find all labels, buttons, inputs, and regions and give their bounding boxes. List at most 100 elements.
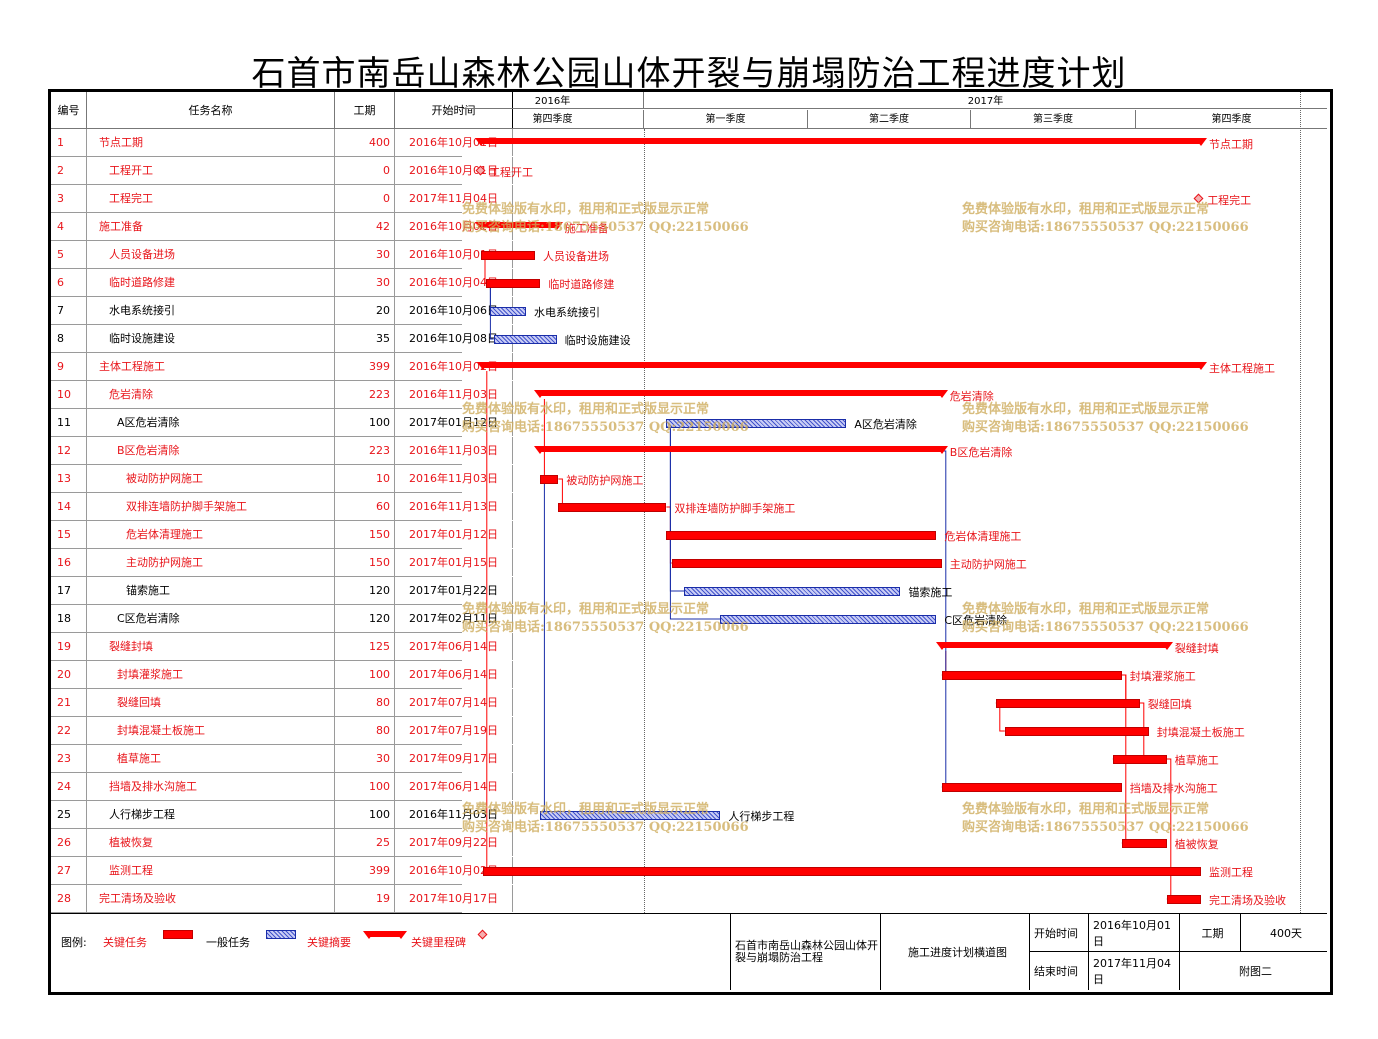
task-name: 节点工期 bbox=[87, 129, 335, 156]
task-bar[interactable] bbox=[666, 419, 847, 428]
bar-label: C区危岩清除 bbox=[944, 614, 1008, 627]
task-name: 工程完工 bbox=[87, 185, 335, 212]
task-bar[interactable] bbox=[482, 867, 1201, 876]
task-duration: 223 bbox=[335, 381, 395, 408]
summary-bar[interactable] bbox=[476, 362, 1208, 370]
task-duration: 30 bbox=[335, 241, 395, 268]
task-bar[interactable] bbox=[720, 615, 937, 624]
summary-bar[interactable] bbox=[534, 446, 949, 454]
task-bar[interactable] bbox=[481, 251, 535, 260]
task-bar[interactable] bbox=[666, 531, 937, 540]
task-id: 14 bbox=[51, 493, 87, 520]
summary-bar[interactable] bbox=[534, 390, 949, 398]
task-bar[interactable] bbox=[1166, 895, 1201, 904]
task-name: A区危岩清除 bbox=[87, 409, 335, 436]
bar-label: 节点工期 bbox=[1209, 138, 1253, 151]
summary-bar[interactable] bbox=[475, 138, 1207, 146]
summary-bar[interactable] bbox=[935, 642, 1173, 650]
task-bar[interactable] bbox=[540, 811, 721, 820]
col-header-name[interactable]: 任务名称 bbox=[87, 92, 335, 129]
task-bar[interactable] bbox=[493, 335, 557, 344]
task-id: 10 bbox=[51, 381, 87, 408]
bar-label: 人行梯步工程 bbox=[728, 810, 795, 823]
task-name: 临时道路修建 bbox=[87, 269, 335, 296]
bar-label: 临时道路修建 bbox=[548, 278, 615, 291]
timeline-year-2017: 2017年 bbox=[644, 92, 1327, 109]
task-name: 水电系统接引 bbox=[87, 297, 335, 324]
task-bar[interactable] bbox=[540, 475, 559, 484]
task-name: 临时设施建设 bbox=[87, 325, 335, 352]
bar-label: 植草施工 bbox=[1174, 754, 1219, 767]
task-bar[interactable] bbox=[684, 587, 901, 596]
watermark: 免费体验版有水印，租用和正式版显示正常购买咨询电话:18675550537 QQ… bbox=[962, 602, 1249, 635]
task-id: 3 bbox=[51, 185, 87, 212]
task-start: 2017年01月12日 bbox=[395, 409, 513, 436]
task-start: 2017年10月17日 bbox=[395, 885, 513, 912]
task-id: 8 bbox=[51, 325, 87, 352]
task-name: 人行梯步工程 bbox=[87, 801, 335, 828]
timeline-quarter: 第二季度 bbox=[808, 110, 971, 129]
chart-frame bbox=[48, 89, 1333, 995]
task-bar[interactable] bbox=[1112, 755, 1167, 764]
legend-normal-task-swatch bbox=[266, 930, 296, 939]
task-duration: 10 bbox=[335, 465, 395, 492]
col-header-id[interactable]: 编号 bbox=[51, 92, 87, 129]
bar-label: 挡墙及排水沟施工 bbox=[1129, 782, 1218, 795]
bar-label: 主体工程施工 bbox=[1209, 362, 1275, 375]
task-duration: 400 bbox=[335, 129, 395, 156]
task-bar[interactable] bbox=[1121, 839, 1167, 848]
task-bar[interactable] bbox=[1004, 727, 1149, 736]
watermark: 免费体验版有水印，租用和正式版显示正常购买咨询电话:18675550537 QQ… bbox=[462, 202, 749, 235]
task-id: 19 bbox=[51, 633, 87, 660]
task-id: 7 bbox=[51, 297, 87, 324]
task-id: 28 bbox=[51, 885, 87, 912]
task-id: 6 bbox=[51, 269, 87, 296]
bar-label: 监测工程 bbox=[1209, 866, 1253, 879]
task-bar[interactable] bbox=[558, 503, 667, 512]
col-header-start[interactable]: 开始时间 bbox=[395, 92, 513, 129]
bar-label: 封填灌浆施工 bbox=[1129, 670, 1196, 683]
task-bar[interactable] bbox=[671, 559, 942, 568]
task-bar[interactable] bbox=[941, 783, 1122, 792]
task-name: 完工清场及验收 bbox=[87, 885, 335, 912]
task-bar[interactable] bbox=[490, 307, 526, 316]
footer-duration-value: 400天 bbox=[1240, 914, 1327, 952]
task-start: 2016年11月03日 bbox=[395, 801, 513, 828]
task-name: 工程开工 bbox=[87, 157, 335, 184]
task-bar[interactable] bbox=[941, 671, 1122, 680]
task-bar[interactable] bbox=[995, 699, 1140, 708]
task-bar[interactable] bbox=[486, 279, 541, 288]
summary-bar[interactable] bbox=[475, 222, 563, 230]
bar-label: 完工清场及验收 bbox=[1209, 894, 1286, 907]
task-start: 2017年11月04日 bbox=[395, 185, 513, 212]
col-header-duration[interactable]: 工期 bbox=[335, 92, 395, 129]
